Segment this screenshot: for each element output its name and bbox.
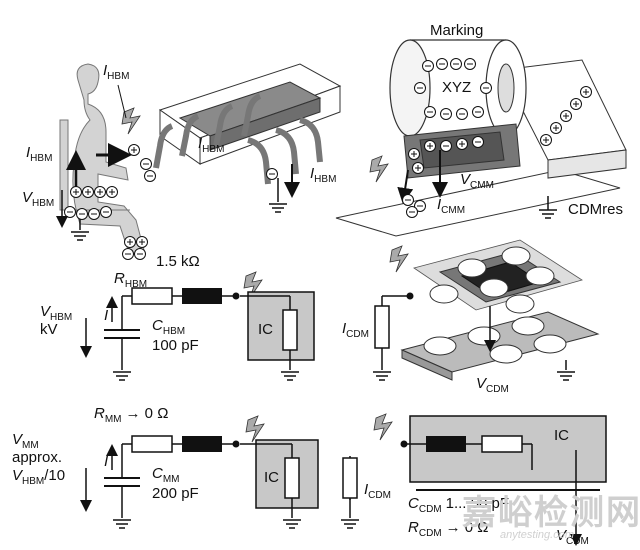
hbm-inductor [182,288,222,304]
label-ic-mm: IC [264,469,279,486]
mm-resistor [131,435,173,453]
svg-text:VCDM: VCDM [476,375,509,395]
label-r-cdm: R [408,519,419,536]
label-cdmres: CDMres [568,201,623,218]
label-v-mm: V [12,431,24,448]
label-r-mm: R [94,405,105,422]
svg-text:VMM: VMM [12,431,39,451]
svg-text:IHBM: IHBM [103,62,129,82]
label-xyz: XYZ [442,79,471,96]
label-approx: approx. [12,449,62,466]
label-1-5-kohm: 1.5 kΩ [156,253,200,270]
label-i-hbm-circuit: I [104,307,108,324]
cdm-resistor [481,435,523,453]
svg-text:VCDM: VCDM [556,527,589,547]
label-c-cdm: C [408,495,419,512]
label-kv: kV [40,321,58,338]
label-i-cdm-top: I [342,320,346,337]
svg-text:ICMM: ICMM [437,196,465,216]
svg-text:CHBM: CHBM [152,317,185,337]
svg-text:RCDM→ 0 Ω: RCDM→ 0 Ω [408,519,489,539]
label-v-hbm-div: V [12,467,24,484]
label-ic-hbm: IC [258,321,273,338]
label-v-hbm-top: V [22,189,34,206]
svg-text:VHBM: VHBM [40,303,72,323]
label-i-hbm-top: I [103,62,107,79]
label-i-cmm: I [437,196,441,213]
mm-circuit: RMM→ 0 Ω I VMM approx. VHBM/10 CMM 200 p… [12,405,319,529]
hbm-resistor [131,287,173,305]
svg-text:VCMM: VCMM [460,171,494,191]
mm-inductor [182,436,222,452]
cmm-illustration: Marking XYZ VCMM ICMM CDMres [335,22,627,237]
label-ic-cdm: IC [554,427,569,444]
label-i-cdm: I [364,481,368,498]
cdm-inductor [426,436,466,452]
ic-box-hbm [247,291,315,361]
label-i-hbm-left: I [26,144,30,161]
label-v-cdm: V [556,527,568,544]
label-c-hbm: C [152,317,163,334]
watermark-text: 嘉峪检测网 [462,493,640,532]
svg-text:IHBM: IHBM [198,135,224,155]
label-i-hbm-right: I [310,165,314,182]
svg-text:CMM: CMM [152,465,180,485]
label-r-hbm: R [114,270,125,287]
svg-text:IHBM: IHBM [26,144,52,164]
svg-text:ICDM: ICDM [364,481,391,501]
svg-text:RMM→ 0 Ω: RMM→ 0 Ω [94,405,168,425]
hbm-person-illustration: IHBM IHBM VHBM 1.5 kΩ [22,62,200,270]
dip-chip-illustration: IHBM IHBM [144,63,342,213]
label-i-hbm-chip: I [198,135,202,152]
svg-text:VHBM: VHBM [22,189,54,209]
label-v-cmm: V [460,171,472,188]
label-100pf: 100 pF [152,337,199,354]
svg-text:IHBM: IHBM [310,165,336,185]
cdm-chip-illustration: ICDM VCDM [342,239,600,395]
label-c-mm: C [152,465,163,482]
label-v-hbm: V [40,303,52,320]
label-200pf: 200 pF [152,485,199,502]
svg-text:RHBM: RHBM [114,270,147,290]
svg-text:VHBM/10: VHBM/10 [12,467,65,487]
label-i-mm-circuit: I [104,453,108,470]
watermark-url: anytesting.com [500,529,574,541]
label-marking: Marking [430,22,483,39]
label-v-cdm-top: V [476,375,488,392]
hbm-circuit: RHBM I VHBM kV CHBM 100 pF IC [40,270,315,381]
svg-text:ICDM: ICDM [342,320,369,340]
